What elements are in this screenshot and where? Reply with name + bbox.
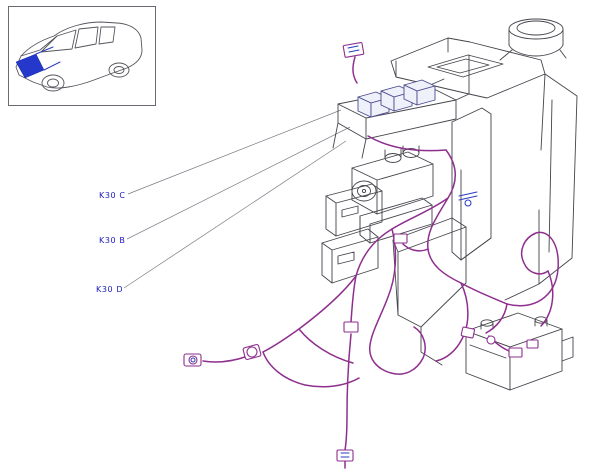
reservoir-cap-icon (499, 18, 567, 61)
label-k30d: K30 D (96, 285, 123, 294)
connector-icon (486, 335, 496, 345)
connector-icon (460, 326, 476, 339)
connector-icon (336, 449, 354, 462)
relays (357, 79, 436, 118)
car-outline (15, 21, 143, 92)
wiring-harness-icon (202, 56, 559, 469)
connector-icon (342, 41, 365, 58)
label-k30c: K30 C (99, 191, 126, 200)
callout-leader-lines (123, 109, 351, 289)
connector-icon (393, 233, 408, 244)
label-k30b: K30 B (99, 236, 125, 245)
connector-icon (508, 347, 523, 358)
connector-icon (526, 339, 539, 349)
engine-bay-structure (321, 18, 578, 391)
connector-icon (246, 346, 258, 358)
relay-3 (403, 79, 436, 106)
harness-connectors (183, 41, 539, 462)
car-hood-lines (35, 46, 61, 71)
right-side-panel (504, 73, 578, 301)
abs-module-icon (351, 145, 434, 244)
connector-icon (343, 321, 359, 333)
connector-blue-details (190, 45, 478, 458)
connector-icon (188, 355, 198, 365)
mid-panel (451, 107, 492, 261)
car-location-thumbnail-icon (8, 6, 156, 106)
